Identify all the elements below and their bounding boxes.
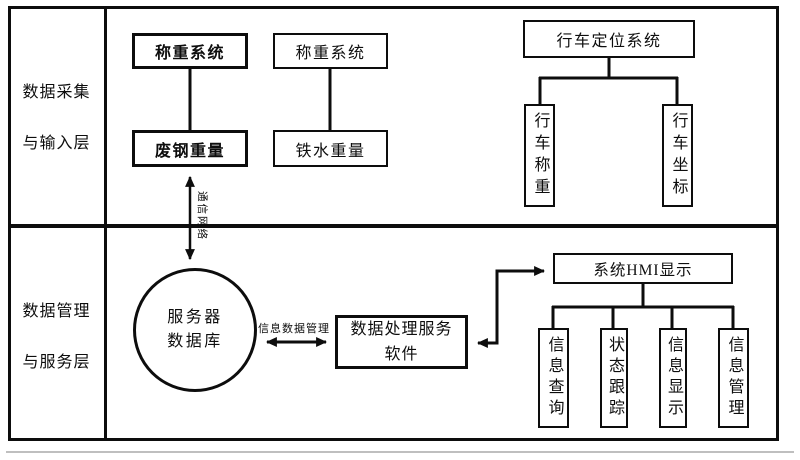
node-crane-coordinates: 行车坐标: [662, 104, 693, 207]
node-label: 称重系统: [295, 45, 366, 62]
node-label: 废钢重量: [154, 142, 225, 160]
node-label: 行车称重: [531, 111, 549, 200]
node-label: 信息查询: [545, 336, 563, 420]
node-server-database: 服务器 数据库: [133, 268, 257, 392]
layer-label-management: 数据管理 与服务层: [11, 230, 102, 439]
node-info-management: 信息管理: [718, 328, 749, 428]
node-label: 行车定位系统: [556, 33, 662, 50]
node-iron-weight: 铁水重量: [273, 130, 388, 167]
node-system-hmi-display: 系统HMI显示: [553, 253, 733, 284]
layer-label-line: 数据采集: [22, 83, 91, 101]
node-label: 信息显示: [665, 336, 682, 420]
layer-label-acquisition: 数据采集 与输入层: [11, 8, 102, 222]
node-scrap-weight: 废钢重量: [132, 130, 248, 167]
edge-label-info-data-management: 信息数据管理: [258, 323, 330, 335]
node-label: 软件: [384, 346, 419, 363]
node-label: 状态跟踪: [606, 336, 623, 420]
layer-label-line: 数据管理: [22, 303, 91, 320]
node-label: 信息管理: [725, 336, 743, 420]
node-crane-weighing: 行车称重: [524, 104, 555, 207]
page-shadow-line: [6, 451, 794, 453]
node-weigh-system-2: 称重系统: [273, 33, 388, 69]
node-crane-positioning-system: 行车定位系统: [523, 20, 695, 58]
node-label: 服务器: [167, 309, 223, 326]
node-label: 行车坐标: [669, 111, 687, 200]
layer-label-line: 与输入层: [22, 134, 91, 152]
node-label: 数据库: [167, 333, 223, 350]
node-weigh-system-1: 称重系统: [132, 33, 248, 69]
node-data-processing-service: 数据处理服务 软件: [335, 315, 468, 369]
layer-label-line: 与服务层: [22, 354, 91, 371]
node-info-display: 信息显示: [659, 328, 687, 428]
diagram-outer-frame: [8, 6, 779, 441]
node-status-tracking: 状态跟踪: [600, 328, 628, 428]
node-label: 数据处理服务: [350, 321, 453, 338]
node-info-query: 信息查询: [538, 328, 569, 428]
layer-row-divider: [8, 224, 779, 228]
node-label: 铁水重量: [295, 142, 366, 160]
edge-label-comm-network: 通信网络: [196, 191, 207, 241]
node-label: 称重系统: [154, 45, 225, 62]
layer-label-column-divider: [104, 6, 107, 441]
node-label: 系统HMI显示: [593, 261, 693, 279]
